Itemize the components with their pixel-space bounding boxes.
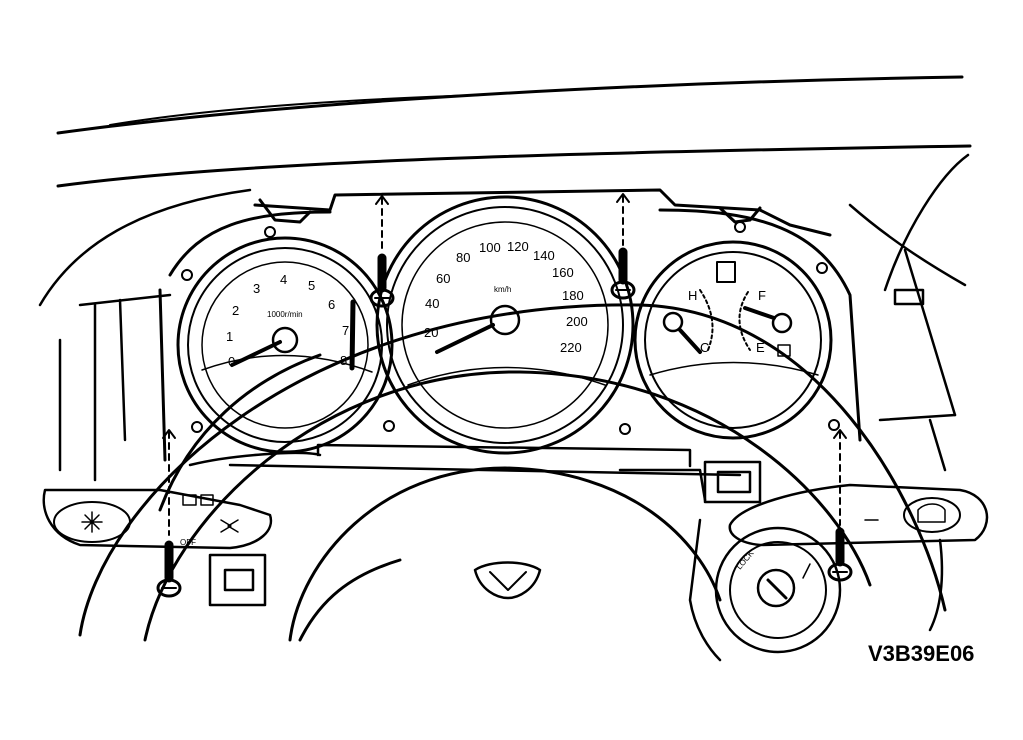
light-switch-stalk <box>42 488 273 550</box>
sun-icon <box>81 511 103 533</box>
tach-tick-4: 4 <box>280 272 287 287</box>
ignition-switch <box>714 526 842 654</box>
washer-icon <box>917 503 946 523</box>
tach-tick-0: 0 <box>228 354 235 369</box>
screw-upper-left <box>369 195 395 308</box>
figure-id: V3B39E06 <box>868 641 974 666</box>
temp-hot-label: H <box>688 288 697 303</box>
speed-tick-60: 60 <box>436 271 450 286</box>
tach-tick-3: 3 <box>253 281 260 296</box>
ignition-lock-label: LOCK <box>735 548 756 571</box>
steering-wheel <box>78 303 947 642</box>
fuel-full-label: F <box>758 288 766 303</box>
speed-tick-140: 140 <box>533 248 555 263</box>
temp-cold-label: C <box>700 340 709 355</box>
tach-tick-7: 7 <box>342 323 349 338</box>
speed-tick-120: 120 <box>507 239 529 254</box>
tach-tick-1: 1 <box>226 329 233 344</box>
parking-lamp-icon <box>220 519 239 533</box>
dashboard-side-panels <box>38 153 970 482</box>
hazard-switch <box>703 460 762 504</box>
mounting-holes <box>181 221 840 435</box>
headlamp-icon <box>182 494 214 506</box>
fuel-hub <box>771 312 793 334</box>
tach-tick-5: 5 <box>308 278 315 293</box>
speed-tick-100: 100 <box>479 240 501 255</box>
tach-tick-2: 2 <box>232 303 239 318</box>
speed-tick-80: 80 <box>456 250 470 265</box>
tach-tick-6: 6 <box>328 297 335 312</box>
screw-lower-right <box>827 429 853 582</box>
warning-lamp-box <box>716 261 736 283</box>
tachometer-labels: 0 1 2 3 4 5 6 7 8 1000r/min <box>226 272 349 369</box>
temperature-hub <box>662 311 684 333</box>
speed-tick-20: 20 <box>424 325 438 340</box>
speedometer-hub <box>489 304 521 336</box>
speedometer <box>375 195 635 455</box>
tachometer-needle <box>230 340 282 367</box>
speed-tick-160: 160 <box>552 265 574 280</box>
fuel-needle <box>743 306 776 320</box>
speed-unit-label: km/h <box>494 285 511 294</box>
tachometer <box>176 236 394 454</box>
speedometer-needle <box>435 323 495 354</box>
left-switch-panel <box>208 553 267 607</box>
screw-upper-right <box>610 193 636 300</box>
fuel-empty-label: E <box>756 340 765 355</box>
cluster-bezel <box>158 188 862 462</box>
dashboard-top-edge <box>56 75 972 188</box>
combination-meter <box>633 240 833 440</box>
tach-tick-8: 8 <box>340 353 347 368</box>
speed-tick-220: 220 <box>560 340 582 355</box>
speed-tick-200: 200 <box>566 314 588 329</box>
combination-meter-labels: H C F E <box>688 288 766 355</box>
speedometer-labels: 20 40 60 80 100 120 140 160 180 200 220 … <box>424 239 588 355</box>
light-switch-off-label: OFF <box>180 538 196 547</box>
speed-tick-180: 180 <box>562 288 584 303</box>
speed-tick-40: 40 <box>425 296 439 311</box>
temperature-needle <box>678 328 702 354</box>
wiper-stalk <box>728 483 989 547</box>
screw-lower-left <box>156 429 182 598</box>
horn-emblem <box>473 561 542 600</box>
tachometer-hub <box>271 326 299 354</box>
tach-unit-label: 1000r/min <box>267 310 303 319</box>
lower-right-panel <box>688 288 944 662</box>
